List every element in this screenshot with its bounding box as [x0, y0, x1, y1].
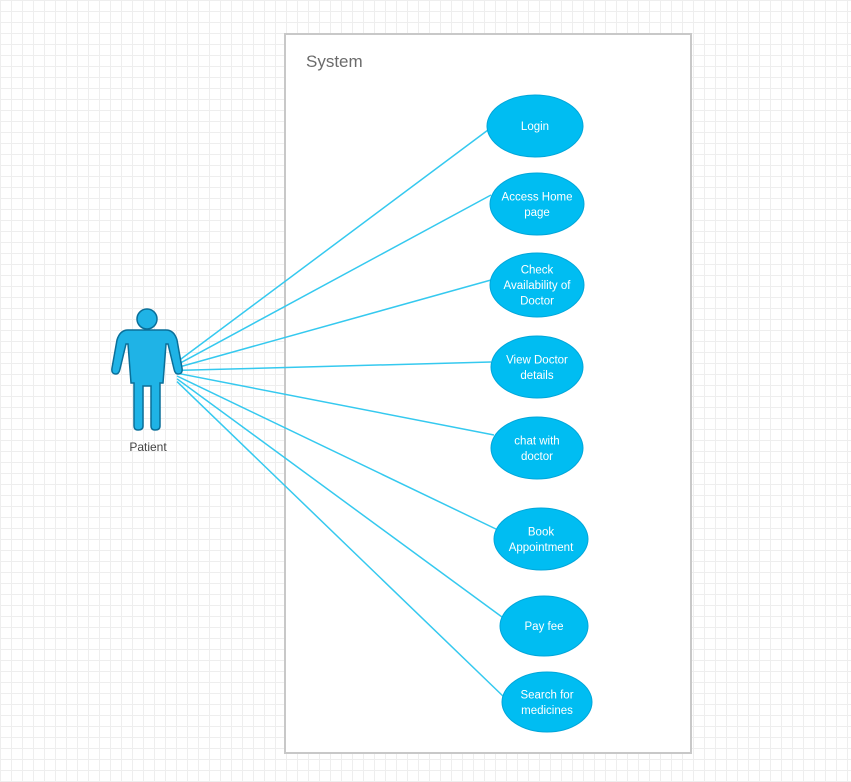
system-boundary — [284, 33, 692, 754]
use-case-label: medicines — [521, 705, 573, 717]
use-case-label: Login — [521, 121, 549, 133]
use-case-ellipse[interactable] — [501, 671, 593, 733]
system-title: System — [306, 52, 363, 71]
use-case-label: page — [524, 207, 550, 219]
association-line-chat-with-doctor — [176, 372, 495, 436]
actor-label: Patient — [129, 440, 167, 454]
association-lines — [176, 129, 507, 700]
association-line-check-availability-of-doctor — [176, 279, 492, 369]
association-line-pay-fee — [176, 378, 503, 618]
use-case-label: details — [520, 370, 553, 382]
use-case-ellipse[interactable] — [490, 335, 584, 399]
use-case-ellipse[interactable] — [499, 595, 589, 657]
use-case-ellipse[interactable] — [490, 416, 584, 480]
use-case-ellipse[interactable] — [486, 94, 584, 158]
association-line-access-home-page — [176, 194, 492, 366]
use-case-chat-with-doctor[interactable]: chat with doctor — [490, 416, 584, 480]
use-case-label: Pay fee — [525, 621, 564, 633]
use-case-label: Check — [521, 265, 554, 277]
use-case-label: chat with — [514, 435, 559, 447]
association-line-search-for-medicines — [176, 381, 507, 700]
use-case-ellipse[interactable] — [493, 507, 589, 571]
use-case-label: doctor — [521, 451, 553, 463]
use-case-pay-fee[interactable]: Pay fee — [499, 595, 589, 657]
use-case-ellipse[interactable] — [489, 252, 585, 318]
use-case-label: Appointment — [509, 542, 574, 554]
use-case-label: Availability of — [504, 280, 572, 292]
use-case-access-home-page[interactable]: Access Home page — [489, 172, 585, 236]
use-case-view-doctor-details[interactable]: View Doctor details — [490, 335, 584, 399]
actor-figure[interactable] — [111, 308, 183, 431]
use-case-label: Book — [528, 526, 554, 538]
use-case-label: Search for — [520, 689, 573, 701]
use-case-label: Access Home — [502, 191, 573, 203]
use-case-search-for-medicines[interactable]: Search for medicines — [501, 671, 593, 733]
association-line-login — [176, 129, 489, 363]
use-case-login[interactable]: Login — [486, 94, 584, 158]
use-case-label: Doctor — [520, 296, 554, 308]
use-case-label: View Doctor — [506, 354, 568, 366]
association-line-book-appointment — [176, 375, 499, 531]
association-line-view-doctor-details — [176, 361, 492, 372]
use-case-ellipse[interactable] — [489, 172, 585, 236]
